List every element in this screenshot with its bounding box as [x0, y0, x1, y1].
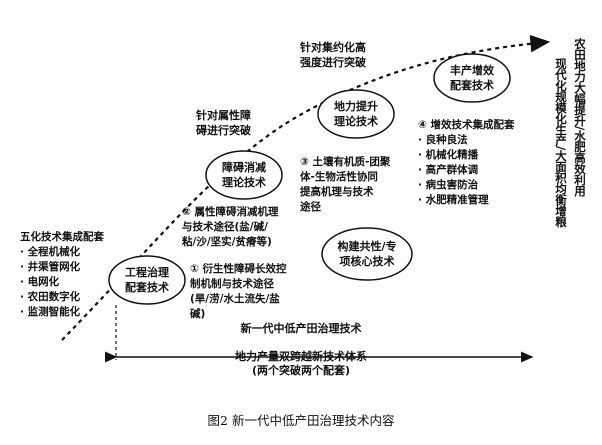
stage-3-line-2: 理论技术	[334, 115, 378, 128]
point-2-line: ② 属性障碍消减机理	[182, 206, 279, 218]
bottom-line-1: 新一代中低产田治理技术	[240, 322, 362, 335]
stage-label-1: 工程治理 配套技术	[109, 256, 185, 304]
point-4-line: · 高产群体调	[418, 164, 479, 176]
stage-2-line-1: 障碍消减	[222, 161, 266, 174]
point-2: ② 属性障碍消减机理 与技术途径(盐/碱/ 粘/沙/坚实/贫瘠等)	[182, 205, 279, 250]
point-3: ③ 土壤有机质-团聚 体-生物活性协同 提高机理与技术 途径	[300, 155, 390, 215]
right-vertical-col-1: 农田地力大幅提升/水肥高效利用	[573, 38, 587, 196]
breakthrough-2-line-1: 针对集约化高	[300, 41, 366, 54]
point-1-line: 碱)	[190, 308, 206, 320]
point-4-line: · 病虫害防治	[418, 179, 479, 191]
right-vertical-col-2: 现代化规模化生产/大面积均衡增粮	[554, 58, 568, 227]
point-3-line: ③ 土壤有机质-团聚	[300, 156, 391, 168]
point-4-line: · 机械化精播	[418, 149, 479, 161]
breakthrough-1: 针对属性障 碍进行突破	[196, 108, 251, 138]
core-line-2: 项核心技术	[339, 255, 395, 268]
point-3-line: 体-生物活性协同	[300, 171, 378, 183]
breakthrough-2: 针对集约化高 强度进行突破	[300, 40, 366, 70]
stage-ellipse-1	[108, 255, 186, 305]
point-4: ④ 增效技术集成配套 · 良种良法 · 机械化精播 · 高产群体调 · 病虫害防…	[418, 118, 515, 208]
stage-1-line-2: 配套技术	[125, 281, 169, 294]
breakthrough-2-line-2: 强度进行突破	[300, 56, 366, 69]
point-1-line: ① 衍生性障碍长效控	[190, 263, 287, 275]
bottom-line-3: (两个突破两个配套)	[251, 364, 351, 377]
core-label: 构建共性/专 项核心技术	[322, 228, 412, 280]
five-tech-item: · 全程机械化	[20, 246, 81, 258]
breakthrough-1-line-1: 针对属性障	[196, 109, 251, 122]
stage-4-line-2: 配套技术	[450, 79, 494, 92]
stage-4-line-1: 丰产增效	[450, 64, 494, 77]
five-tech-item: · 电网化	[20, 276, 60, 288]
bottom-line-2: 地力产量双跨越新技术体系	[235, 350, 367, 363]
five-tech-title: 五化技术集成配套	[20, 231, 104, 243]
point-1: ① 衍生性障碍长效控 制机制与技术途径 (旱/涝/水土流失/盐 碱)	[190, 262, 287, 322]
point-1-line: 制机制与技术途径	[190, 278, 274, 290]
stage-3-line-1: 地力提升	[334, 100, 378, 113]
point-3-line: 提高机理与技术	[300, 186, 374, 198]
stage-1-line-1: 工程治理	[125, 266, 169, 279]
point-4-line: · 水肥精准管理	[418, 194, 489, 206]
point-2-line: 粘/沙/坚实/贫瘠等)	[182, 236, 272, 248]
stage-label-3: 地力提升 理论技术	[318, 90, 394, 138]
figure-caption: 图2 新一代中低产田治理技术内容	[207, 413, 395, 428]
breakthrough-1-line-2: 碍进行突破	[196, 124, 251, 137]
point-4-line: ④ 增效技术集成配套	[418, 119, 515, 131]
five-tech-list: 五化技术集成配套 · 全程机械化 · 井渠管网化 · 电网化 · 农田数字化 ·…	[20, 230, 104, 320]
stage-ellipse-4	[433, 53, 511, 103]
stage-label-2: 障碍消减 理论技术	[206, 151, 282, 199]
stage-ellipse-3	[317, 89, 395, 139]
core-line-1: 构建共性/专	[337, 240, 397, 253]
stage-2-line-2: 理论技术	[222, 176, 266, 189]
five-tech-item: · 井渠管网化	[20, 261, 81, 273]
stage-label-4: 丰产增效 配套技术	[434, 54, 510, 102]
stage-ellipse-2	[205, 150, 283, 200]
five-tech-item: · 农田数字化	[20, 291, 81, 303]
point-3-line: 途径	[300, 201, 321, 213]
five-tech-item: · 监测智能化	[20, 306, 81, 318]
point-1-line: (旱/涝/水土流失/盐	[190, 293, 280, 305]
point-2-line: 与技术途径(盐/碱/	[182, 221, 268, 233]
bottom-text: 新一代中低产田治理技术 地力产量双跨越新技术体系 (两个突破两个配套)	[0, 322, 602, 378]
point-4-line: · 良种良法	[418, 134, 468, 146]
core-ellipse	[321, 227, 413, 281]
growth-curve-arrow	[61, 34, 551, 341]
